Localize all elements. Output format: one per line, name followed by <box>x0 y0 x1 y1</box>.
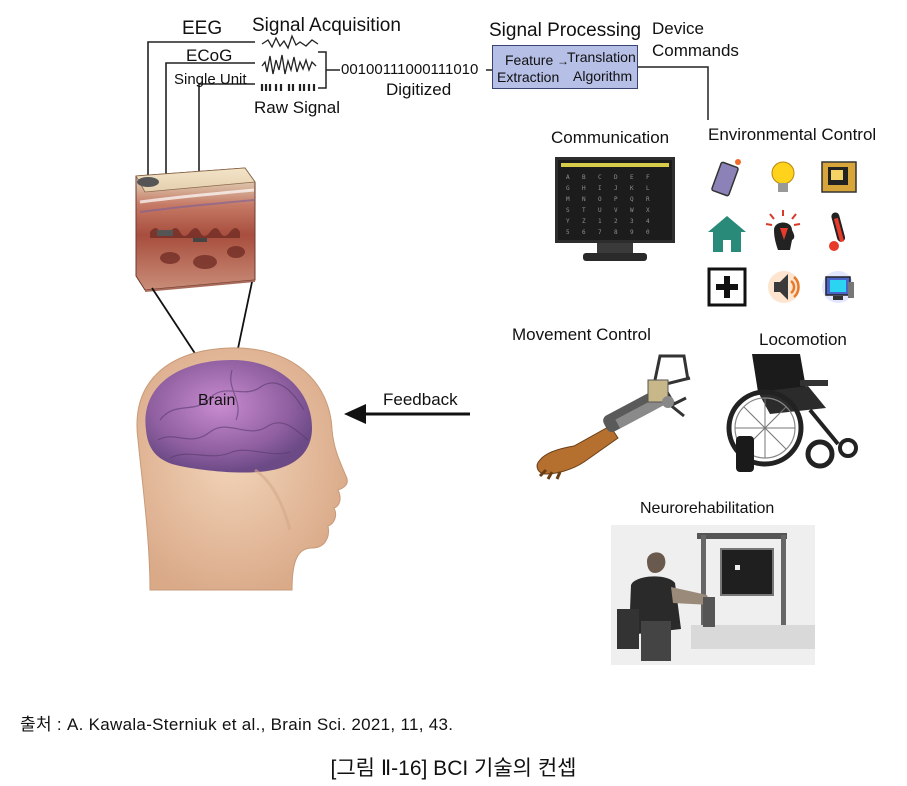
feedback-arrow <box>344 404 470 424</box>
remote-icon <box>708 158 746 197</box>
computer-icon <box>822 271 854 303</box>
signal-processing-box: Feature Extraction Translation Algorithm… <box>492 45 638 89</box>
binary-sequence: 00100111000111010 <box>341 61 479 78</box>
plus-icon <box>707 267 747 307</box>
speller-key: B <box>582 174 586 181</box>
commands-label: Commands <box>652 41 739 60</box>
single-unit-label: Single Unit <box>174 71 247 88</box>
speller-key: 2 <box>614 218 618 225</box>
commands-connector <box>638 66 709 120</box>
monitor-stand <box>597 243 633 253</box>
speller-key: R <box>646 196 650 203</box>
rehab-scene <box>611 525 815 665</box>
speller-key: 5 <box>566 229 570 236</box>
house-icon <box>708 216 746 252</box>
television-icon <box>821 161 857 193</box>
speller-key: K <box>630 185 634 192</box>
speller-key: 0 <box>646 229 650 236</box>
brain-shape <box>145 360 312 473</box>
feedback-label: Feedback <box>383 390 458 409</box>
speaker-icon <box>768 271 800 303</box>
environmental-control-label: Environmental Control <box>708 125 877 144</box>
feature-label: Feature <box>505 52 554 68</box>
raw-signal-label: Raw Signal <box>254 98 340 117</box>
translation-label: Translation <box>567 49 636 65</box>
head-illustration <box>136 347 348 591</box>
locomotion-label: Locomotion <box>759 330 847 349</box>
device-label: Device <box>652 19 704 38</box>
speller-key: T <box>582 207 586 214</box>
speller-key: E <box>630 174 634 181</box>
speller-key: X <box>646 207 650 214</box>
speller-grid: A B C D E F G H I J K L M N O P Q R S T U V W X Y Z 1 2 3 4 5 6 7 8 9 0 <box>566 174 662 240</box>
raw-signal-traces <box>260 34 319 91</box>
speller-key: D <box>614 174 618 181</box>
speller-key: W <box>630 207 634 214</box>
wheelchair <box>726 354 858 472</box>
screen-title-bar <box>561 163 669 167</box>
speller-key: F <box>646 174 650 181</box>
prosthetic-arm <box>536 354 691 480</box>
speller-key: 9 <box>630 229 634 236</box>
environmental-icons <box>707 158 857 307</box>
monitor-screen: A B C D E F G H I J K L M N O P Q R S T U V W X Y Z 1 2 3 4 5 6 7 8 9 0 <box>555 157 675 243</box>
speller-key: V <box>614 207 618 214</box>
speller-key: I <box>598 185 602 192</box>
extraction-label: Extraction <box>497 69 560 85</box>
digitized-label: Digitized <box>386 80 452 99</box>
speller-key: S <box>566 207 570 214</box>
neurorehabilitation-photo <box>611 525 815 665</box>
ecog-label: ECoG <box>186 46 233 65</box>
signal-processing-label: Signal Processing <box>489 20 642 41</box>
speller-key: J <box>614 185 618 192</box>
signal-acquisition-label: Signal Acquisition <box>252 15 401 36</box>
speller-key: 6 <box>582 229 586 236</box>
speller-key: 1 <box>598 218 602 225</box>
arrow-right-icon: → <box>557 54 569 68</box>
speller-key: P <box>614 196 618 203</box>
communication-label: Communication <box>551 128 670 147</box>
speller-key: L <box>646 185 650 192</box>
bci-diagram <box>135 34 858 591</box>
head-alert-icon <box>765 210 801 250</box>
speller-key: Q <box>630 196 634 203</box>
cortex-tissue-block <box>135 167 256 292</box>
speller-key: 4 <box>646 218 650 225</box>
single-unit-electrode <box>193 238 207 242</box>
speller-key: Z <box>582 218 586 225</box>
eeg-electrode <box>137 177 159 187</box>
eeg-label: EEG <box>182 18 223 39</box>
speller-key: C <box>598 174 602 181</box>
speller-key: O <box>598 196 602 203</box>
figure-caption: [그림 Ⅱ-16] BCI 기술의 컨셉 <box>330 757 577 780</box>
speller-key: 3 <box>630 218 634 225</box>
ecog-electrode <box>157 230 173 236</box>
speller-key: M <box>566 196 570 203</box>
thermometer-icon <box>829 212 846 251</box>
brain-label: Brain <box>198 392 236 409</box>
lightbulb-icon <box>771 161 795 192</box>
communication-monitor: A B C D E F G H I J K L M N O P Q R S T U V W X Y Z 1 2 3 4 5 6 7 8 9 0 <box>555 157 675 263</box>
monitor-base <box>583 253 647 261</box>
algorithm-label: Algorithm <box>573 68 633 84</box>
speller-key: U <box>598 207 602 214</box>
speller-key: Y <box>566 218 570 225</box>
source-citation: 출처 : A. Kawala-Sterniuk et al., Brain Sc… <box>20 715 454 734</box>
speller-key: N <box>582 196 586 203</box>
speller-key: 8 <box>614 229 618 236</box>
signal-bracket <box>318 51 492 89</box>
neurorehabilitation-label: Neurorehabilitation <box>640 500 775 517</box>
speller-key: H <box>582 185 586 192</box>
speller-key: G <box>566 185 570 192</box>
speller-key: 7 <box>598 229 602 236</box>
movement-control-label: Movement Control <box>512 325 651 344</box>
speller-key: A <box>566 174 570 181</box>
